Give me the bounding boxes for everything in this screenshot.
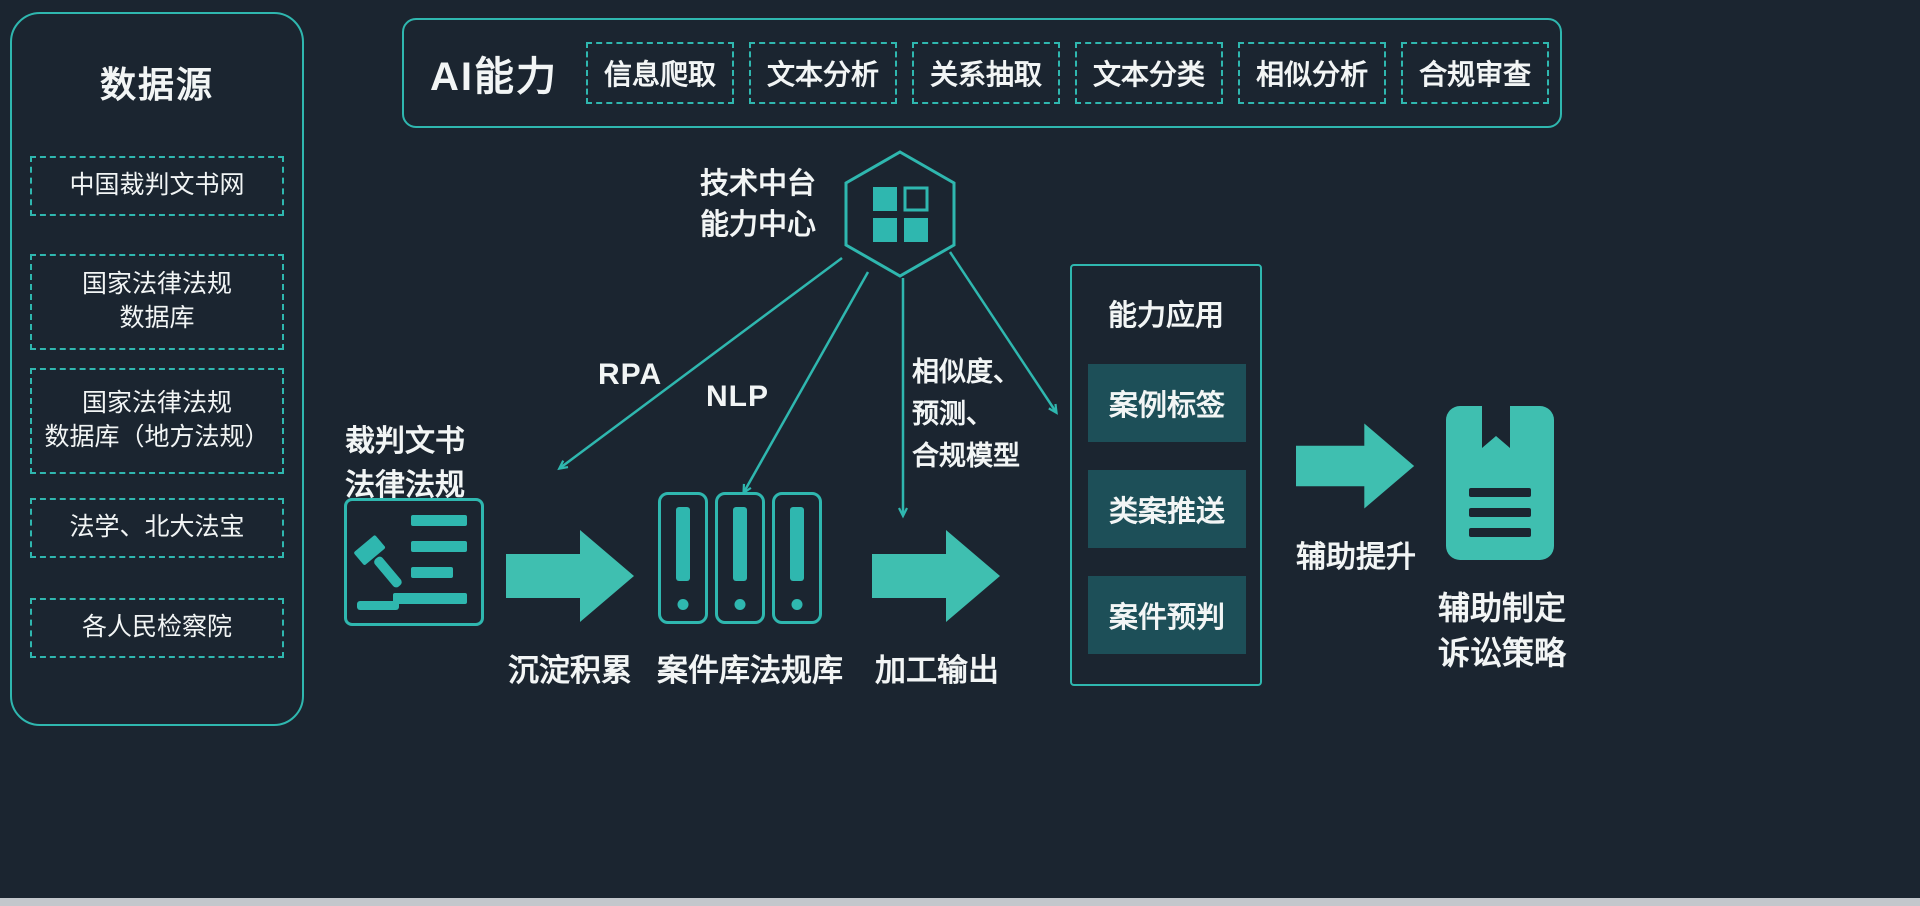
- ai-capability-chip-4: 文本分类: [1075, 42, 1224, 104]
- step2-label: 加工输出: [875, 653, 999, 688]
- capability-app-item-1: 案例标签: [1088, 364, 1246, 442]
- flow-arrow-2-icon: [872, 530, 1000, 622]
- capability-app-item-2: 类案推送: [1088, 470, 1246, 548]
- ai-capability-chip-5: 相似分析: [1238, 42, 1387, 104]
- capability-app-panel: 能力应用 案例标签 类案推送 案件预判: [1070, 264, 1262, 686]
- capability-app-item-3: 案件预判: [1088, 576, 1246, 654]
- window-bottom-edge: [0, 898, 1920, 906]
- flow-arrow-1-icon: [506, 530, 634, 622]
- ai-capabilities-bar: AI能力 信息爬取 文本分析 关系抽取 文本分类 相似分析 合规审查: [402, 18, 1562, 128]
- data-source-item-1: 中国裁判文书网: [30, 156, 284, 216]
- library-label: 案件库法规库: [657, 653, 843, 688]
- book-spine-icon: [658, 492, 708, 624]
- data-sources-title: 数据源: [99, 64, 214, 105]
- data-source-item-2: 国家法律法规 数据库: [30, 254, 284, 350]
- data-source-item-3: 国家法律法规 数据库（地方法规）: [30, 368, 284, 474]
- document-gavel-icon: [344, 498, 484, 626]
- data-source-item-4: 法学、北大法宝: [30, 498, 284, 558]
- step3-label: 辅助提升: [1296, 541, 1416, 574]
- source-documents-label: 裁判文书 法律法规: [345, 425, 465, 502]
- hub-hexagon-icon: [844, 150, 956, 278]
- data-sources-panel: 数据源 中国裁判文书网 国家法律法规 数据库 国家法律法规 数据库（地方法规） …: [10, 12, 304, 726]
- edge-label-rpa: RPA: [598, 358, 663, 391]
- edge-label-nlp: NLP: [706, 380, 769, 413]
- ai-capability-chip-2: 文本分析: [749, 42, 898, 104]
- ai-capabilities-title: AI能力: [430, 55, 558, 99]
- ai-capability-chip-3: 关系抽取: [912, 42, 1061, 104]
- edge-label-model: 相似度、 预测、 合规模型: [912, 357, 1020, 471]
- case-library-icon: [658, 492, 822, 624]
- ai-capability-chip-1: 信息爬取: [586, 42, 735, 104]
- book-spine-icon: [772, 492, 822, 624]
- data-source-item-5: 各人民检察院: [30, 598, 284, 658]
- report-bookmark-icon: [1444, 404, 1556, 562]
- capability-app-title: 能力应用: [1107, 300, 1224, 332]
- book-spine-icon: [715, 492, 765, 624]
- ai-capability-chip-6: 合规审查: [1401, 42, 1550, 104]
- flow-arrow-3-icon: [1296, 423, 1415, 509]
- hub-label: 技术中台 能力中心: [699, 168, 816, 241]
- step1-label: 沉淀积累: [508, 653, 632, 688]
- result-label: 辅助制定 诉讼策略: [1438, 590, 1567, 671]
